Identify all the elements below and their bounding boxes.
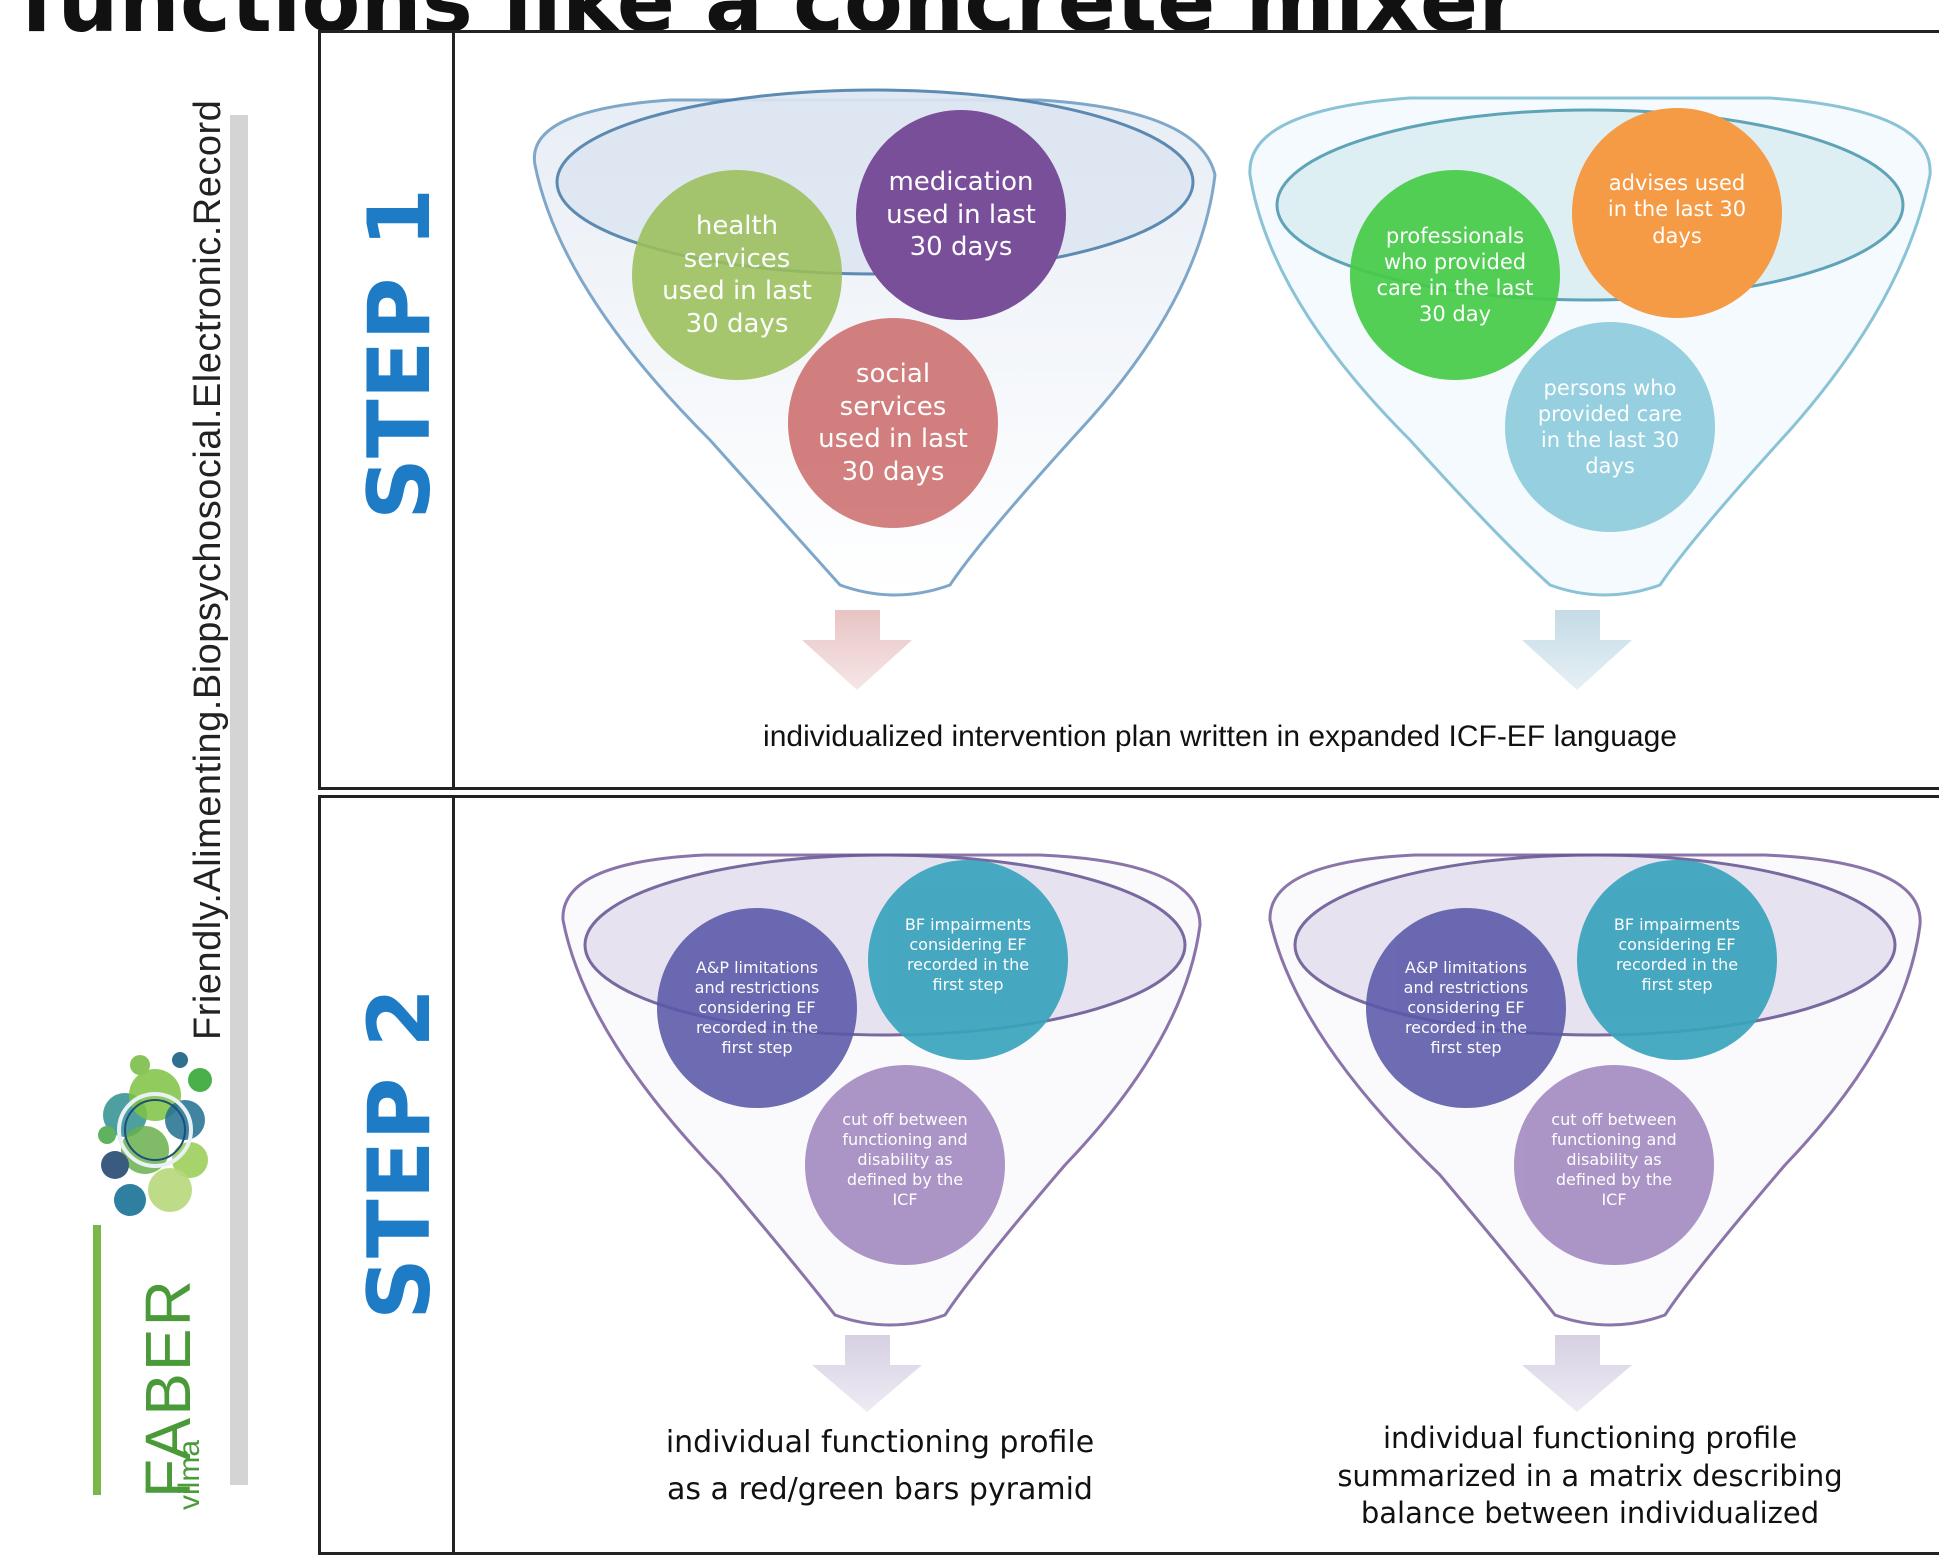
- page-title: functions like a concrete mixer: [20, 0, 1521, 52]
- step2-right-ap-circle: A&P limitations and restrictions conside…: [1366, 908, 1566, 1108]
- professionals-circle: professionals who provided care in the l…: [1350, 170, 1560, 380]
- step1-left-arrow: [802, 610, 912, 690]
- advises-circle: advises used in the last 30 days: [1572, 108, 1782, 318]
- step2-output-left: individual functioning profile as a red/…: [665, 1425, 1095, 1507]
- step1-output-label: individualized intervention plan written…: [763, 720, 1677, 753]
- step2-left-arrow: [812, 1335, 922, 1412]
- social-services-circle: social services used in last 30 days: [788, 318, 998, 528]
- step2-right-cutoff-circle: cut off between functioning and disabili…: [1514, 1065, 1714, 1265]
- step2-output-right: individual functioning profile summarize…: [1337, 1421, 1843, 1530]
- sidebar-divider: [230, 115, 248, 1485]
- health-services-circle: health services used in last 30 days: [632, 170, 842, 380]
- step1-right-arrow: [1522, 610, 1632, 690]
- logo-graphic: [93, 1052, 212, 1495]
- step2-right-arrow: [1522, 1335, 1632, 1412]
- persons-circle: persons who provided care in the last 30…: [1505, 322, 1715, 532]
- step2-left-ap-circle: A&P limitations and restrictions conside…: [657, 908, 857, 1108]
- step2-left-cutoff-circle: cut off between functioning and disabili…: [805, 1065, 1005, 1265]
- step1-content-cell: [452, 30, 1939, 790]
- faber-logo: FABER vilma: [85, 1040, 225, 1510]
- step2-right-bf-circle: BF impairments considering EF recorded i…: [1577, 860, 1777, 1060]
- step2-left-bf-circle: BF impairments considering EF recorded i…: [868, 860, 1068, 1060]
- medication-circle: medication used in last 30 days: [856, 110, 1066, 320]
